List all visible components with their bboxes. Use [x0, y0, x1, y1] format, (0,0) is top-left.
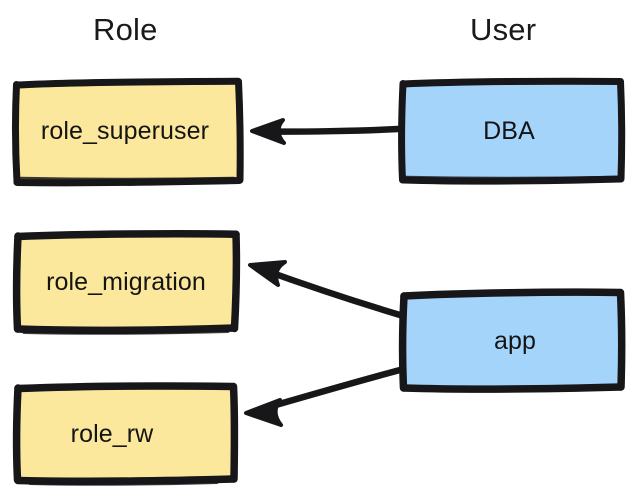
node-label: role_rw	[70, 419, 154, 448]
node-role-rw[interactable]: role_rw	[12, 382, 239, 486]
column-header-role: Role	[93, 12, 158, 47]
node-app[interactable]: app	[398, 288, 626, 393]
column-header-user: User	[470, 12, 537, 47]
edge-dba-to-role-superuser	[250, 118, 402, 145]
node-dba[interactable]: DBA	[398, 77, 626, 185]
edge-app-to-role-rw	[244, 366, 404, 427]
node-box-shape	[12, 230, 241, 335]
node-box-shape	[12, 382, 239, 486]
node-label: role_migration	[46, 267, 206, 296]
node-box-shape	[398, 288, 626, 393]
node-label: role_superuser	[40, 116, 210, 145]
node-label: DBA	[483, 116, 535, 145]
node-box-shape	[12, 77, 244, 187]
node-label: app	[493, 326, 536, 355]
node-box-shape	[398, 77, 626, 185]
node-role-migration[interactable]: role_migration	[12, 230, 241, 335]
edge-app-to-role-migration	[248, 260, 404, 319]
node-role-superuser[interactable]: role_superuser	[12, 77, 244, 187]
